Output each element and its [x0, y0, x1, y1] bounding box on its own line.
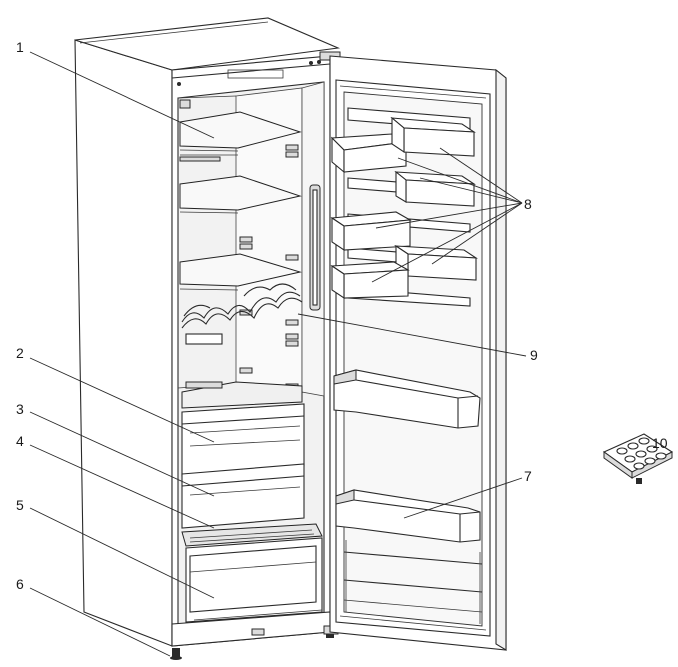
compartment-floor: [181, 381, 303, 409]
crisper-drawer-upper: [181, 403, 305, 477]
callout-9: 9: [530, 347, 538, 363]
crisper-drawer-lower: [181, 463, 305, 529]
wine-rack: [181, 283, 303, 345]
callout-10: 10: [652, 435, 668, 451]
callout-1: 1: [16, 39, 24, 55]
callout-7: 7: [524, 468, 532, 484]
callout-8: 8: [524, 196, 532, 212]
small-door-bins: [330, 116, 478, 300]
callout-4: 4: [16, 433, 24, 449]
callout-6: 6: [16, 576, 24, 592]
egg-tray: [602, 433, 674, 484]
callout-5: 5: [16, 497, 24, 513]
callout-2: 2: [16, 345, 24, 361]
bottom-drawer: [185, 537, 323, 623]
callout-labels: 1 2 3 4 5 6 7 8 9 10: [16, 39, 668, 592]
leader-lines: [29, 51, 527, 657]
door-bottle-bin-upper: [333, 369, 481, 429]
drawer-cover-plate: [181, 523, 323, 547]
door-bottle-bin-lower: [335, 489, 481, 543]
glass-shelves: [179, 111, 302, 291]
callout-3: 3: [16, 401, 24, 417]
